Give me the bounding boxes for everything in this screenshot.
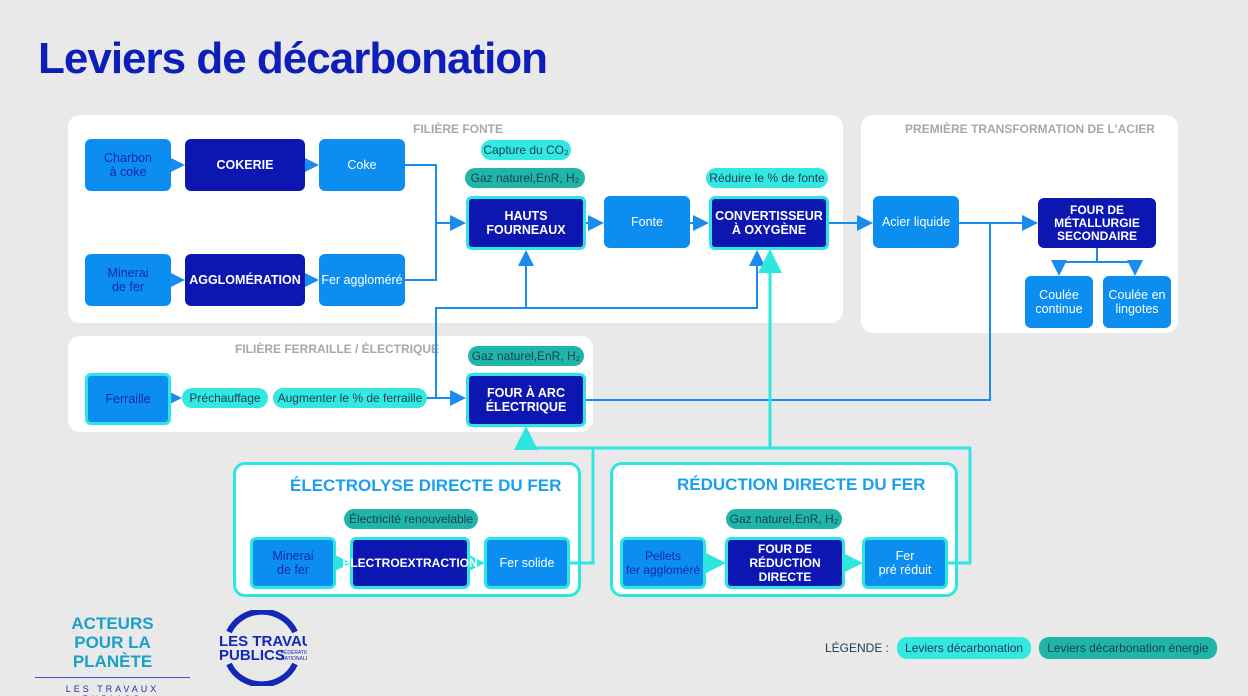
lever-augmenter-ferraille: Augmenter le % de ferraille <box>273 388 427 408</box>
box-four-metallurgie: FOUR DE MÉTALLURGIE SECONDAIRE <box>1038 198 1156 248</box>
logo-text-2: POUR LA PLANÈTE <box>72 633 153 671</box>
box-coulee-continue: Coulée continue <box>1025 276 1093 328</box>
box-charbon-a-coke: Charbon à coke <box>85 139 171 191</box>
energy-lever-electricite: Électricité renouvelable <box>344 509 478 529</box>
box-fer-prereduit: Fer pré réduit <box>862 537 948 589</box>
svg-text:FÉDÉRATION: FÉDÉRATION <box>281 649 307 656</box>
legend-label: LÉGENDE : <box>825 641 890 655</box>
box-convertisseur: CONVERTISSEUR À OXYGÈNE <box>709 196 829 250</box>
energy-lever-gaz-four-arc: Gaz naturel,EnR, H₂ <box>468 346 584 366</box>
lever-reduire-fonte: Réduire le % de fonte <box>706 168 828 188</box>
svg-text:LES TRAVAUX: LES TRAVAUX <box>219 633 307 650</box>
panel-title-fonte: FILIÈRE FONTE <box>413 122 503 136</box>
page-title: Leviers de décarbonation <box>38 34 548 83</box>
box-hauts-fourneaux: HAUTS FOURNEAUX <box>466 196 586 250</box>
box-coke: Coke <box>319 139 405 191</box>
box-four-reduction: FOUR DE RÉDUCTION DIRECTE <box>725 537 845 589</box>
panel-title-ferraille: FILIÈRE FERRAILLE / ÉLECTRIQUE <box>235 342 440 356</box>
energy-lever-gaz-hauts-fourneaux: Gaz naturel,EnR, H₂ <box>465 168 585 188</box>
box-fonte: Fonte <box>604 196 690 248</box>
legend-lever: Leviers décarbonation <box>897 637 1032 659</box>
legend-energy-lever: Leviers décarbonation énergie <box>1039 637 1217 659</box>
box-ferraille: Ferraille <box>85 373 171 425</box>
svg-text:PUBLICS: PUBLICS <box>219 647 285 664</box>
box-agglomeration: AGGLOMÉRATION <box>185 254 305 306</box>
box-pellets: Pellets fer aggloméré <box>620 537 706 589</box>
logo-fntp: LES TRAVAUX PUBLICS FÉDÉRATION NATIONALE <box>217 610 307 686</box>
box-fer-agglomere: Fer aggloméré <box>319 254 405 306</box>
svg-text:NATIONALE: NATIONALE <box>281 656 307 662</box>
box-cokerie: COKERIE <box>185 139 305 191</box>
logo-subtext: LES TRAVAUX PUBLICS <box>35 677 190 696</box>
legend: LÉGENDE : Leviers décarbonation Leviers … <box>825 637 1217 659</box>
logo-acteurs-pour-la-planete: ACTEURS POUR LA PLANÈTE LES TRAVAUX PUBL… <box>35 614 190 696</box>
box-four-a-arc: FOUR À ARC ÉLECTRIQUE <box>466 373 586 427</box>
panel-title-reduction: RÉDUCTION DIRECTE DU FER <box>677 475 926 494</box>
energy-lever-gaz-reduction: Gaz naturel,EnR, H₂ <box>726 509 842 529</box>
box-fer-solide: Fer solide <box>484 537 570 589</box>
box-minerai-de-fer: Minerai de fer <box>85 254 171 306</box>
panel-title-electrolyse: ÉLECTROLYSE DIRECTE DU FER <box>290 476 562 495</box>
box-electroextraction: ELECTROEXTRACTION <box>342 537 478 589</box>
box-minerai-electrolyse: Minerai de fer <box>250 537 336 589</box>
box-coulee-lingotes: Coulée en lingotes <box>1103 276 1171 328</box>
panel-title-premiere: PREMIÈRE TRANSFORMATION DE L'ACIER <box>905 122 1155 136</box>
logo-text-1: ACTEURS <box>71 614 154 633</box>
box-acier-liquide: Acier liquide <box>873 196 959 248</box>
lever-prechauffage: Préchauffage <box>182 388 268 408</box>
lever-capture-co2: Capture du CO₂ <box>481 140 571 160</box>
